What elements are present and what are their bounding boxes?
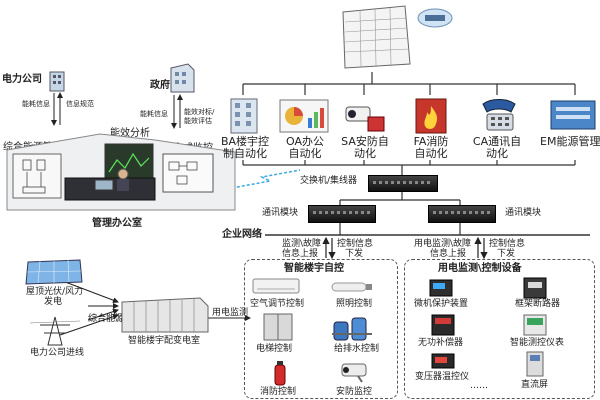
comprehensive-source-label: 综合能源 bbox=[88, 314, 125, 324]
reactive-compensator-icon bbox=[431, 314, 455, 336]
security-camera-icon bbox=[341, 363, 367, 383]
left-up-line1: 监测\故障 bbox=[282, 239, 322, 249]
smart-item-2: 电梯控制 bbox=[256, 344, 293, 354]
solar-label: 屋顶光伏/风力 bbox=[26, 287, 84, 297]
enterprise-network-label: 企业网络 bbox=[222, 229, 262, 240]
power-item-3: 智能测控仪表 bbox=[510, 338, 565, 348]
transmission-tower-icon bbox=[30, 316, 80, 346]
power-item-0: 微机保护装置 bbox=[414, 299, 469, 309]
energy-info-2-label: 能耗信息 bbox=[140, 110, 168, 118]
building-icon bbox=[342, 5, 411, 69]
air-conditioner-icon bbox=[252, 278, 300, 294]
smart-item-0: 空气调节控制 bbox=[250, 299, 305, 309]
power-monitor-title: 用电监测\控制设备 bbox=[438, 263, 522, 274]
power-item-4: 变压器温控仪 bbox=[415, 372, 470, 382]
system-ca-line2: 动化 bbox=[486, 147, 508, 160]
system-em-line1: EM能源管理 bbox=[540, 135, 600, 148]
government-label: 政府 bbox=[150, 80, 170, 91]
power-monitor-box bbox=[404, 259, 595, 399]
office-title: 管理办公室 bbox=[92, 218, 142, 229]
power-item-2: 无功补偿器 bbox=[418, 338, 464, 348]
system-fa-line2: 自动化 bbox=[414, 147, 448, 160]
office-room-illustration bbox=[6, 133, 236, 211]
comm-module-right-label: 通讯模块 bbox=[505, 208, 542, 218]
power-company-building-icon bbox=[49, 71, 65, 92]
smart-item-5: 安防监控 bbox=[336, 387, 373, 397]
efficiency-eval-label: 能效评估 bbox=[184, 117, 212, 125]
ca-phone-icon bbox=[482, 99, 516, 131]
comm-module-left-icon bbox=[308, 205, 376, 223]
smart-item-3: 给排水控制 bbox=[334, 344, 380, 354]
info-standard-label: 信息规范 bbox=[66, 100, 94, 108]
power-ellipsis: …… bbox=[470, 381, 488, 391]
em-server-icon bbox=[550, 100, 596, 130]
dc-panel-icon bbox=[526, 351, 544, 377]
switchgear-icon bbox=[121, 297, 209, 333]
right-down-line1: 控制信息 bbox=[489, 239, 526, 249]
system-ba-line2: 制自动化 bbox=[223, 147, 267, 160]
system-ca-line1: CA通讯自 bbox=[472, 135, 522, 148]
water-pump-icon bbox=[332, 317, 372, 341]
right-down-line2: 下发 bbox=[497, 249, 516, 259]
smart-building-box bbox=[244, 259, 398, 399]
power-company-label: 电力公司 bbox=[2, 74, 42, 85]
solar-label-2: 发电 bbox=[44, 297, 63, 307]
transformer-temp-icon bbox=[431, 353, 455, 369]
comm-module-right-icon bbox=[428, 205, 496, 223]
elevator-icon bbox=[263, 313, 293, 341]
right-up-line1: 用电监测\故障 bbox=[414, 239, 472, 249]
left-up-line2: 信息上报 bbox=[282, 249, 319, 259]
relay-protection-icon bbox=[429, 279, 453, 297]
lighting-icon bbox=[331, 282, 372, 292]
smart-building-title: 智能楼宇自控 bbox=[284, 263, 344, 274]
sa-camera-icon bbox=[345, 106, 385, 132]
oa-chart-icon bbox=[279, 99, 329, 133]
ba-building-icon bbox=[230, 98, 258, 134]
power-item-1: 框架断路器 bbox=[515, 299, 561, 309]
power-item-5: 直流屏 bbox=[521, 380, 549, 390]
switch-label: 交换机/集线器 bbox=[300, 176, 358, 186]
right-up-line2: 信息上报 bbox=[430, 249, 467, 259]
fa-fire-icon bbox=[415, 98, 447, 134]
efficiency-benchmark-label: 能效对标/ bbox=[184, 108, 215, 116]
system-sa-line2: 动化 bbox=[354, 147, 376, 160]
frame-breaker-icon bbox=[523, 277, 547, 299]
substation-room-label: 智能楼宇配变电室 bbox=[128, 336, 201, 346]
smart-meter-icon bbox=[523, 314, 547, 336]
smart-item-1: 照明控制 bbox=[336, 299, 373, 309]
system-sa-line1: SA安防自 bbox=[341, 135, 389, 148]
system-ba-line1: BA楼宇控 bbox=[220, 135, 270, 148]
system-oa-line1: OA办公 bbox=[286, 135, 324, 148]
comm-module-left-label: 通讯模块 bbox=[262, 208, 299, 218]
panel-efficiency-label: 能效分析 bbox=[110, 128, 150, 139]
system-fa-line1: FA消防 bbox=[413, 135, 449, 148]
switch-device-icon bbox=[368, 175, 438, 192]
left-down-line2: 下发 bbox=[345, 249, 364, 259]
left-down-line1: 控制信息 bbox=[337, 239, 374, 249]
system-oa-line2: 自动化 bbox=[288, 147, 322, 160]
monitor-link-label: 用电监测 bbox=[212, 308, 249, 318]
government-building-icon bbox=[170, 63, 195, 93]
fire-extinguisher-icon bbox=[274, 361, 286, 386]
grid-label: 电力公司进线 bbox=[30, 348, 85, 358]
cloud-network-icon bbox=[417, 8, 453, 28]
energy-info-label: 能耗信息 bbox=[22, 100, 50, 108]
solar-panel-icon bbox=[25, 259, 83, 285]
smart-item-4: 消防控制 bbox=[260, 387, 297, 397]
